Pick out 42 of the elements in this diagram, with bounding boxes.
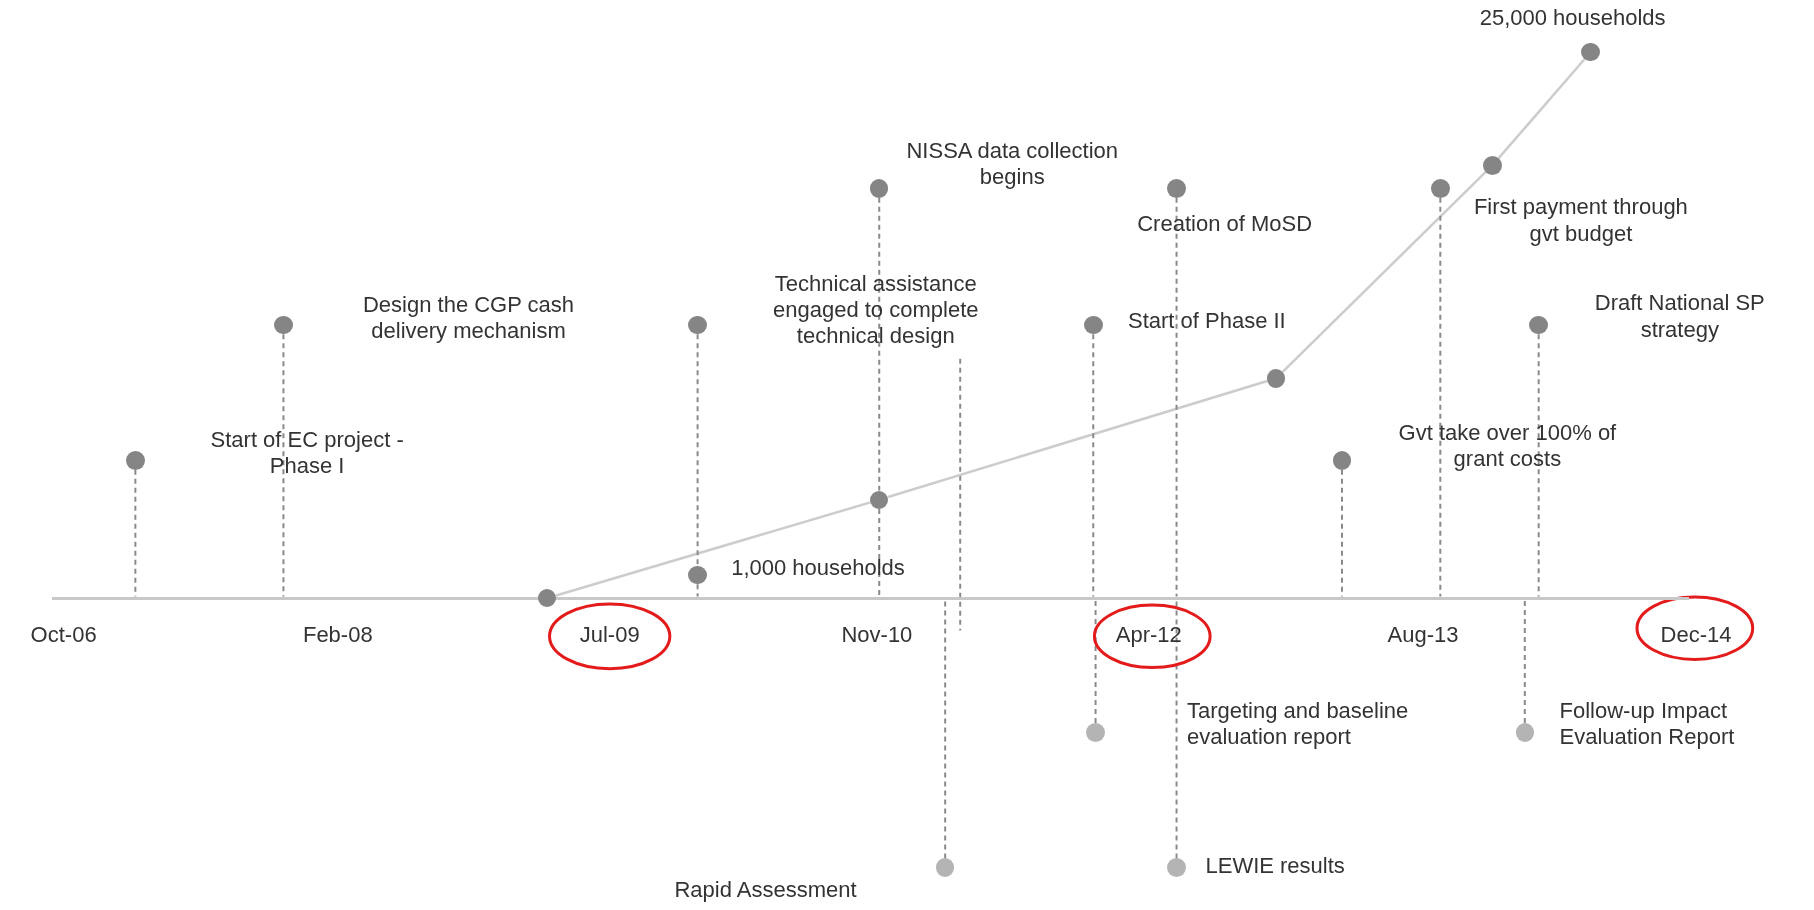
drop-line <box>1175 598 1178 860</box>
timeline-axis <box>52 596 1690 600</box>
drop-line <box>1439 196 1442 598</box>
date-label: Oct-06 <box>29 622 98 649</box>
event-label: 25,000 households <box>1479 4 1667 31</box>
drop-line <box>134 468 137 598</box>
drop-line <box>1092 333 1095 598</box>
event-label: Targeting and baseline evaluation report <box>1186 697 1410 751</box>
event-label: LEWIE results <box>1205 852 1346 879</box>
drop-line <box>944 598 947 860</box>
drop-line <box>1175 196 1178 598</box>
event-label: Rapid Assessment <box>674 876 858 904</box>
date-label: Apr-12 <box>1114 622 1183 649</box>
event-label: Start of Phase II <box>1127 307 1287 335</box>
date-label: Aug-13 <box>1386 622 1460 649</box>
drop-line <box>878 196 881 492</box>
drop-line <box>1537 333 1540 598</box>
growth-curve-line <box>1281 171 1487 373</box>
growth-curve-line <box>887 379 1268 499</box>
event-label: Gvt take over 100% of grant costs <box>1397 419 1618 473</box>
drop-line <box>696 333 699 567</box>
event-label: Draft National SP strategy <box>1593 290 1766 344</box>
drop-line <box>1094 598 1097 725</box>
event-label: Follow-up Impact Evaluation Report <box>1559 697 1736 751</box>
event-label: Start of EC project - Phase I <box>209 426 405 480</box>
event-label: NISSA data collection begins <box>905 137 1120 191</box>
date-label: Feb-08 <box>301 622 374 649</box>
event-label: Technical assistance engaged to complete technical design <box>772 270 980 350</box>
date-label: Nov-10 <box>840 622 914 649</box>
growth-curve-line <box>555 501 871 597</box>
drop-line <box>1341 468 1343 598</box>
drop-line <box>1523 598 1526 725</box>
date-label: Jul-09 <box>578 622 641 649</box>
event-label: Creation of MoSD <box>1137 210 1314 237</box>
growth-curve-line <box>1497 58 1586 160</box>
event-label: First payment through gvt budget <box>1472 194 1689 248</box>
date-label: Dec-14 <box>1659 622 1733 649</box>
event-label: Design the CGP cash delivery mechanism <box>361 291 576 345</box>
drop-line <box>878 508 881 598</box>
drop-line <box>696 583 699 598</box>
event-label: 1,000 households <box>731 555 906 582</box>
drop-line <box>282 333 285 598</box>
